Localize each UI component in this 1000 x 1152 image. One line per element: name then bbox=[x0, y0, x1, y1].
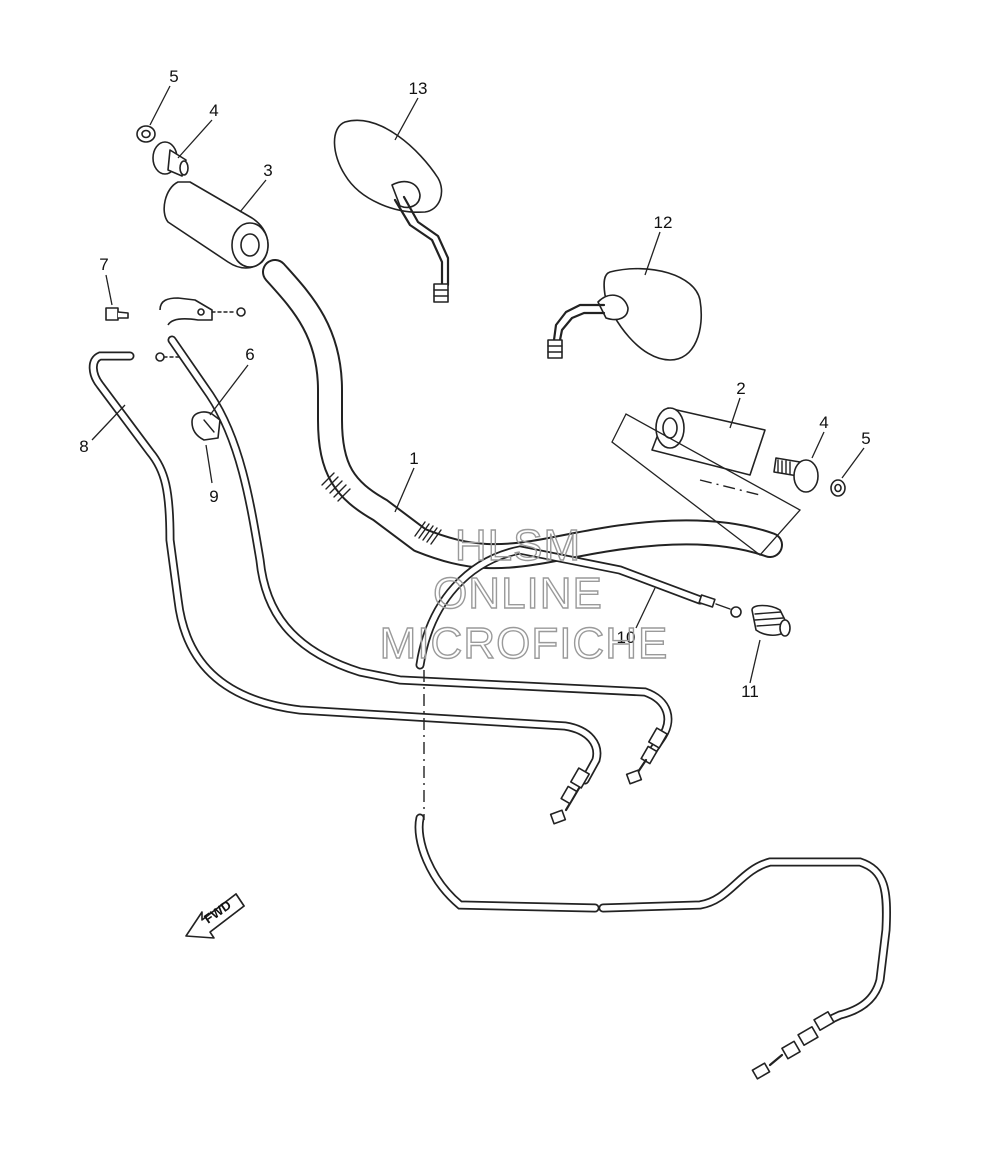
callout-5-right: 5 bbox=[861, 429, 870, 448]
mirror-left[interactable] bbox=[333, 119, 450, 303]
callout-5-left: 5 bbox=[169, 67, 178, 86]
callout-4-left: 4 bbox=[209, 101, 218, 120]
cable-guide-bracket[interactable] bbox=[155, 297, 246, 362]
callout-6: 6 bbox=[245, 345, 254, 364]
callout-4-right: 4 bbox=[819, 413, 828, 432]
washer-right[interactable] bbox=[830, 479, 846, 497]
callout-10: 10 bbox=[617, 628, 636, 647]
grip-left[interactable] bbox=[163, 181, 269, 269]
callout-3: 3 bbox=[263, 161, 272, 180]
callout-13: 13 bbox=[409, 79, 428, 98]
watermark-line-3: MICROFICHE bbox=[380, 619, 669, 668]
leader-lines bbox=[91, 85, 865, 684]
knurl-left bbox=[321, 472, 351, 502]
callout-11: 11 bbox=[741, 682, 759, 701]
callout-2: 2 bbox=[736, 379, 745, 398]
mirror-right[interactable] bbox=[547, 267, 702, 361]
watermark-line-2: ONLINE bbox=[433, 569, 603, 618]
grip-end-right[interactable] bbox=[773, 457, 819, 493]
grip-right[interactable] bbox=[611, 407, 802, 556]
forward-arrow-icon: FWD bbox=[185, 892, 246, 939]
callout-7: 7 bbox=[99, 255, 108, 274]
knurl-right bbox=[414, 521, 442, 545]
callout-8: 8 bbox=[79, 437, 88, 456]
callout-12: 12 bbox=[654, 213, 673, 232]
callout-1: 1 bbox=[409, 449, 418, 468]
washer-left[interactable] bbox=[136, 125, 156, 143]
grip-axis-line bbox=[699, 479, 761, 496]
watermark: HLSM ONLINE MICROFICHE bbox=[379, 520, 669, 668]
cable-clamp[interactable] bbox=[191, 411, 221, 441]
bolt[interactable] bbox=[105, 307, 129, 321]
handlebar[interactable] bbox=[262, 259, 783, 570]
cable-6[interactable] bbox=[167, 335, 673, 785]
cable-adjuster[interactable] bbox=[751, 604, 791, 637]
watermark-line-1: HLSM bbox=[455, 521, 581, 570]
grip-end-left[interactable] bbox=[152, 141, 189, 177]
cable-8[interactable] bbox=[88, 351, 602, 825]
cable-10[interactable] bbox=[414, 545, 891, 1080]
callout-9: 9 bbox=[209, 487, 218, 506]
